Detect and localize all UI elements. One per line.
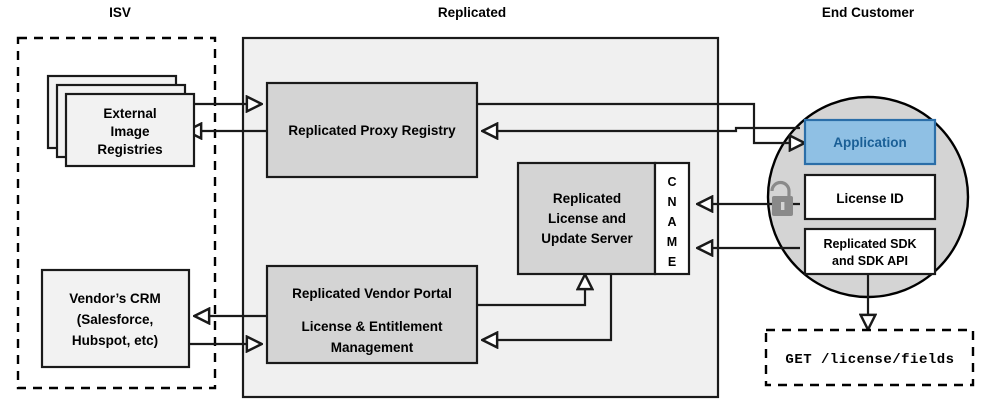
replicated-license-and-update-server[interactable]: Replicated License and Update Server bbox=[516, 161, 657, 276]
replicated-sdk-label-line1: Replicated SDK bbox=[823, 237, 916, 251]
license-id-label: License ID bbox=[836, 191, 904, 206]
cname-letter-c: C bbox=[667, 175, 676, 189]
padlock-keyhole bbox=[781, 202, 785, 210]
cname-letter-m: M bbox=[667, 235, 677, 249]
vendor-portal-box bbox=[265, 264, 479, 365]
vendor-portal-label-line2: License & Entitlement bbox=[301, 319, 443, 334]
license-id-box bbox=[803, 173, 937, 221]
cname-letter-n: N bbox=[667, 195, 676, 209]
crm-box bbox=[40, 268, 191, 369]
application-node[interactable]: Application bbox=[803, 118, 937, 166]
cname-letter-e: E bbox=[668, 255, 676, 269]
replicated-vendor-portal[interactable]: Replicated Vendor Portal License & Entit… bbox=[265, 264, 479, 365]
zone-isv-boundary bbox=[16, 36, 217, 390]
connector-application-to-proxy bbox=[482, 128, 800, 131]
replicated-sdk-label-line2: and SDK API bbox=[832, 254, 908, 268]
application-label: Application bbox=[833, 135, 907, 150]
api-call-label: GET /license/fields bbox=[785, 352, 954, 368]
license-server-label-line1: Replicated bbox=[553, 191, 621, 206]
external-image-registries[interactable]: External Image Registries bbox=[46, 74, 196, 168]
registries-label-line3: Registries bbox=[97, 142, 162, 157]
replicated-sdk-node[interactable]: Replicated SDK and SDK API bbox=[803, 227, 937, 276]
connector-proxy-to-application bbox=[477, 102, 805, 143]
replicated-sdk-box bbox=[803, 227, 937, 276]
crm-label-line2: (Salesforce, bbox=[77, 312, 154, 327]
unlock-icon bbox=[770, 180, 793, 216]
registries-label-line1: External bbox=[103, 106, 156, 121]
padlock-shackle bbox=[770, 180, 791, 196]
license-id-node[interactable]: License ID bbox=[803, 173, 937, 221]
cname-letter-a: A bbox=[667, 215, 676, 229]
connector-portal-to-license-server bbox=[477, 274, 585, 307]
cname-box bbox=[653, 161, 691, 276]
zone-title-replicated: Replicated bbox=[438, 5, 506, 20]
vendors-crm[interactable]: Vendor’s CRM (Salesforce, Hubspot, etc) bbox=[40, 268, 191, 369]
crm-label-line1: Vendor’s CRM bbox=[69, 291, 161, 306]
registries-label-line2: Image bbox=[110, 124, 150, 139]
zone-title-end-customer: End Customer bbox=[822, 5, 915, 20]
vendor-portal-label-line3: Management bbox=[331, 340, 414, 355]
connector-license-server-to-portal bbox=[482, 274, 613, 340]
proxy-registry-box bbox=[265, 81, 479, 179]
proxy-registry-label: Replicated Proxy Registry bbox=[288, 123, 456, 138]
crm-label-line3: Hubspot, etc) bbox=[72, 333, 158, 348]
replicated-proxy-registry[interactable]: Replicated Proxy Registry bbox=[265, 81, 479, 179]
license-server-label-line3: Update Server bbox=[541, 231, 633, 246]
application-box bbox=[803, 118, 937, 166]
vendor-portal-label-line1: Replicated Vendor Portal bbox=[292, 286, 452, 301]
zone-title-isv: ISV bbox=[109, 5, 131, 20]
api-call-box bbox=[764, 328, 975, 387]
license-server-label-line2: License and bbox=[548, 211, 626, 226]
cname-strip[interactable]: C N A M E bbox=[653, 161, 691, 276]
api-call-node: GET /license/fields bbox=[764, 328, 975, 387]
registry-stack-front bbox=[64, 92, 196, 168]
